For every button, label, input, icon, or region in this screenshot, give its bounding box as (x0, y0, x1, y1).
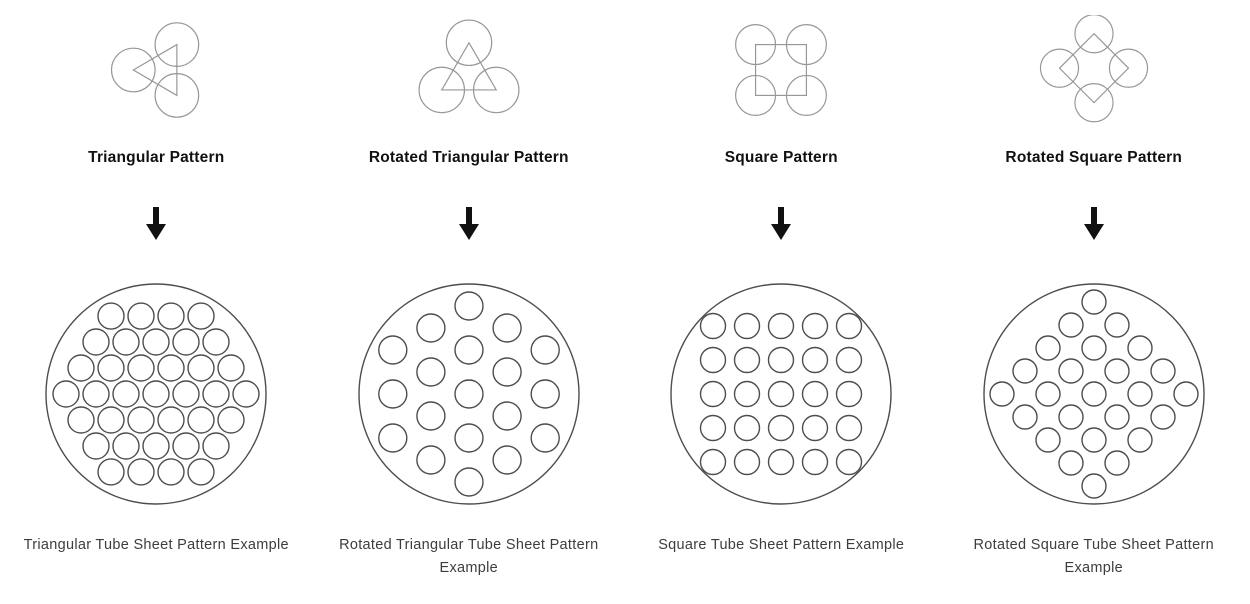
square-pattern-glyph (735, 24, 828, 116)
column-rotated-square: Rotated Square Pattern Rotated Square Tu… (938, 0, 1250, 604)
square-tube-sheet-diagram (669, 282, 893, 506)
down-arrow-icon (143, 206, 169, 242)
rotated-square-pattern-glyph (1039, 15, 1148, 123)
down-arrow-icon (456, 206, 482, 242)
caption-line: Square Tube Sheet Pattern Example (658, 537, 905, 553)
rotated-triangular-pattern-glyph (418, 19, 520, 114)
pattern-title: Rotated Square Pattern (1005, 149, 1183, 166)
rotated-square-tube-sheet-diagram (982, 282, 1206, 506)
down-arrow-icon (1081, 206, 1107, 242)
pattern-title: Triangular Pattern (88, 149, 225, 166)
caption-line: Rotated Square Tube Sheet Pattern (973, 537, 1214, 553)
triangular-tube-sheet-diagram (44, 282, 268, 506)
pattern-caption: Rotated Triangular Tube Sheet Pattern Ex… (339, 534, 598, 580)
caption-line: Rotated Triangular Tube Sheet Pattern (339, 537, 599, 553)
triangular-pattern-glyph (111, 22, 200, 118)
caption-line: Example (1064, 560, 1123, 576)
pattern-caption: Triangular Tube Sheet Pattern Example (24, 534, 289, 557)
rotated-square-pattern-icon (1035, 8, 1153, 132)
pattern-title: Rotated Triangular Pattern (368, 149, 569, 166)
pattern-caption: Rotated Square Tube Sheet Pattern Exampl… (974, 534, 1214, 580)
rotated-triangular-tube-sheet-diagram (357, 282, 581, 506)
column-triangular: Triangular Pattern Triangular Tube Sheet… (0, 0, 313, 604)
pattern-caption: Square Tube Sheet Pattern Example (658, 534, 904, 557)
square-pattern-icon (722, 8, 840, 132)
pattern-title: Square Pattern (724, 149, 838, 166)
rotated-triangular-pattern-icon (410, 8, 528, 132)
caption-line: Triangular Tube Sheet Pattern Example (23, 537, 289, 553)
column-square: Square Pattern Square Tube Sheet Pattern… (625, 0, 938, 604)
triangular-pattern-icon (97, 8, 215, 132)
down-arrow-icon (768, 206, 794, 242)
caption-line: Example (439, 560, 498, 576)
column-rotated-triangular: Rotated Triangular Pattern Rotated Trian… (313, 0, 626, 604)
